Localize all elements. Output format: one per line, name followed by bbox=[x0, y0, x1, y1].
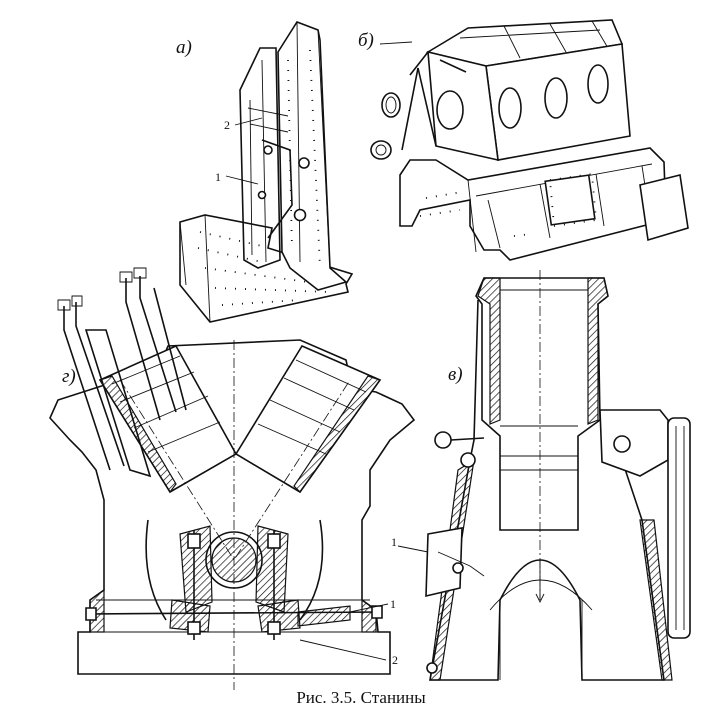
panel-b-drawing bbox=[370, 19, 689, 261]
figure-caption: Рис. 3.5. Станины bbox=[296, 688, 426, 707]
panel-g-label: г) bbox=[62, 366, 76, 387]
panel-v-label: в) bbox=[448, 364, 463, 385]
panel-g-callout-2: 2 bbox=[392, 653, 398, 667]
panel-a-label: а) bbox=[176, 37, 192, 58]
panel-g-callout-1: 1 bbox=[390, 597, 396, 611]
panel-a-drawing bbox=[179, 21, 354, 323]
panel-b-label: б) bbox=[358, 30, 374, 51]
panel-a-callout-1: 1 bbox=[215, 170, 221, 184]
panel-g-drawing bbox=[49, 267, 416, 690]
panel-v-callout-1: 1 bbox=[391, 535, 397, 549]
panel-v-drawing bbox=[397, 270, 691, 681]
panel-a-callout-2: 2 bbox=[224, 118, 230, 132]
